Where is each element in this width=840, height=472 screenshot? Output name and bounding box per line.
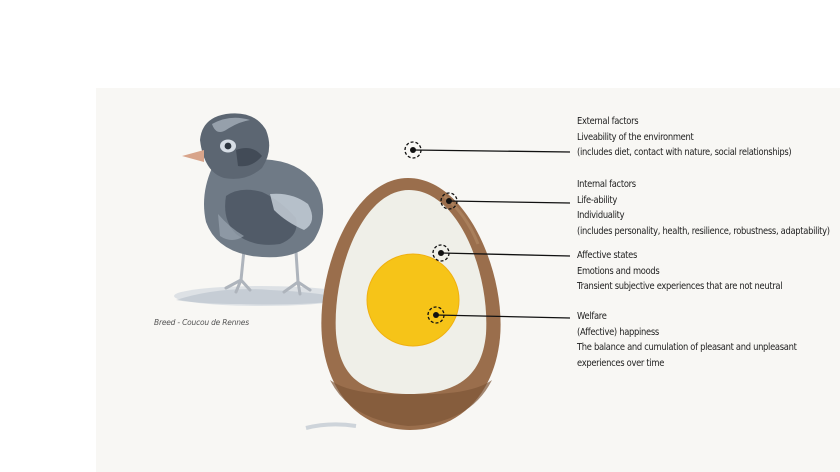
annotation-internal-line-2: Individuality <box>577 210 625 221</box>
egg <box>321 178 501 430</box>
chick-eye <box>224 142 232 150</box>
leader-external <box>412 149 571 153</box>
annotation-internal-line-3: (includes personality, health, resilienc… <box>577 225 830 237</box>
pointer-internal <box>440 192 571 210</box>
chick-beak <box>182 150 204 162</box>
top-margin <box>0 0 840 88</box>
annotation-internal-factors: Internal factors Life-ability Individual… <box>577 177 830 239</box>
annotation-welfare-line-3: experiences over time <box>577 357 665 369</box>
egg-yolk <box>366 253 460 347</box>
chick-legs <box>224 248 312 296</box>
annotation-internal-title: Internal factors <box>577 179 636 190</box>
chick-breast <box>218 214 244 240</box>
annotation-affective-line-1: Emotions and moods <box>577 265 660 277</box>
annotation-welfare-title: Welfare <box>577 311 607 322</box>
annotation-affective-states: Affective states Emotions and moods Tran… <box>577 248 783 295</box>
annotation-external-line-1: Liveability of the environment <box>577 131 694 143</box>
egg-shell-shade <box>330 380 492 426</box>
annotation-welfare: Welfare (Affective) happiness The balanc… <box>577 309 797 371</box>
chick-caption: Breed - Coucou de Rennes <box>154 318 249 327</box>
annotation-affective-title: Affective states <box>577 250 638 261</box>
leader-internal <box>448 200 571 204</box>
chick-shadow-streak <box>176 289 352 305</box>
annotation-welfare-line-1: (Affective) happiness <box>577 326 659 338</box>
annotation-internal-line-1: Life-ability <box>577 194 618 206</box>
annotation-welfare-line-2: The balance and cumulation of pleasant a… <box>577 342 797 353</box>
pointer-external <box>404 141 571 159</box>
pointer-welfare <box>427 306 571 324</box>
leader-affective <box>440 252 571 257</box>
annotation-external-factors: External factors Liveability of the envi… <box>577 114 792 161</box>
chick-illustration <box>174 113 352 306</box>
pointer-affective <box>432 244 571 262</box>
annotation-external-line-2: (includes diet, contact with nature, soc… <box>577 147 792 158</box>
annotation-affective-line-2: Transient subjective experiences that ar… <box>577 281 783 292</box>
egg-shadow <box>305 422 357 430</box>
annotation-external-title: External factors <box>577 116 639 127</box>
leader-welfare <box>435 314 571 319</box>
chick-wing-highlight <box>270 193 313 230</box>
chick-cheek <box>236 148 262 167</box>
chick-head-highlight <box>212 117 250 132</box>
